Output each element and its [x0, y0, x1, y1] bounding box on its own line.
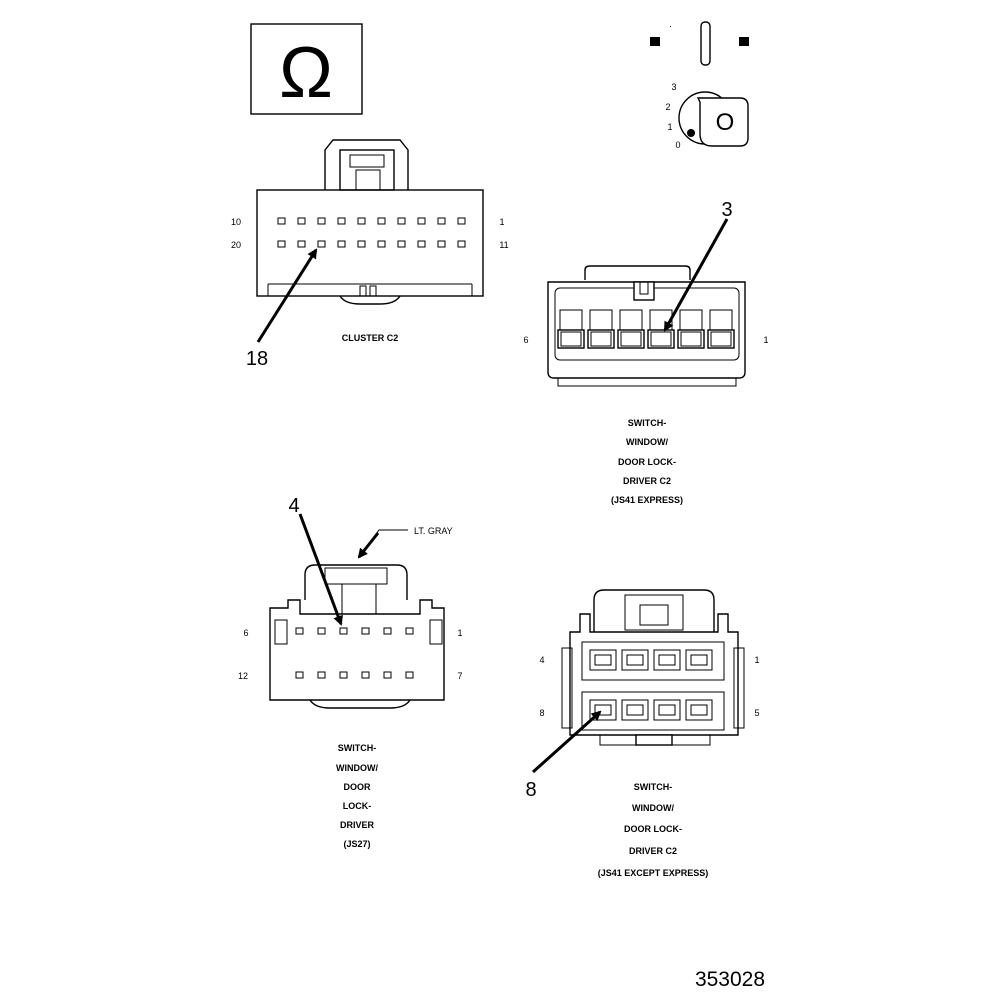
- js41-except-express-title-line-4: DRIVER C2: [629, 846, 677, 856]
- cluster-c2-connector: 10 1 20 11 CLUSTER C2 18: [231, 139, 509, 370]
- cluster-c2-pin-11-label: 11: [499, 240, 508, 250]
- js27-title-line-6: (JS27): [343, 839, 370, 849]
- js27-pins-row1: [295, 627, 414, 635]
- js41-express-connector: 6 1 3 SWITCH- WINDOW/ DOOR LOCK- DRIVER …: [523, 199, 768, 505]
- js27-title-line-5: DRIVER: [340, 820, 375, 830]
- js27-title-line-3: DOOR: [344, 782, 372, 792]
- js27-title-line-4: LOCK-: [343, 801, 372, 811]
- js41-express-pin-1-label: 1: [763, 335, 768, 345]
- cluster-c2-pins-row2: [277, 240, 466, 248]
- ignition-key-symbol: · O 3 2 1 0: [650, 21, 749, 150]
- js41-except-express-pin-8-label: 8: [539, 708, 544, 718]
- js41-except-express-pin-4-label: 4: [539, 655, 544, 665]
- js27-connector: 6 1 12 7 LT. GRAY 4 SWITCH- WINDOW/ DOOR…: [238, 495, 463, 849]
- js27-callout: 4: [288, 495, 299, 517]
- js41-express-title-line-5: (JS41 EXPRESS): [611, 495, 683, 505]
- cluster-c2-pin-10-label: 10: [231, 217, 241, 227]
- ignition-position-0: 0: [675, 140, 680, 150]
- js41-express-cavities: [557, 309, 735, 349]
- js41-except-express-title-line-5: (JS41 EXCEPT EXPRESS): [598, 868, 709, 878]
- js27-callout-arrow: [298, 513, 343, 626]
- js41-except-express-title-line-2: WINDOW/: [632, 803, 674, 813]
- cluster-c2-pin-20-label: 20: [231, 240, 241, 250]
- cluster-c2-pin-1-label: 1: [499, 217, 504, 227]
- js41-except-express-title-line-1: SWITCH-: [634, 782, 673, 792]
- key-slot-right-icon: [739, 37, 749, 46]
- cluster-c2-callout: 18: [246, 348, 268, 370]
- js27-title-line-2: WINDOW/: [336, 763, 378, 773]
- svg-text:·: ·: [669, 21, 672, 31]
- key-slot-icon: [700, 21, 711, 66]
- key-label: O: [716, 109, 735, 136]
- js27-color-note: LT. GRAY: [414, 526, 453, 536]
- ohm-symbol: Ω: [279, 33, 333, 113]
- js41-except-express-cavities-row1: [589, 649, 713, 671]
- js41-except-express-callout-arrow: [531, 710, 602, 774]
- js41-express-title-line-3: DOOR LOCK-: [618, 457, 676, 467]
- js27-title-line-1: SWITCH-: [338, 743, 377, 753]
- cluster-c2-callout-arrow: [256, 248, 318, 343]
- js41-except-express-title-line-3: DOOR LOCK-: [624, 824, 682, 834]
- js27-pin-7-label: 7: [457, 671, 462, 681]
- js27-pin-1-label: 1: [457, 628, 462, 638]
- js27-pin-6-label: 6: [243, 628, 248, 638]
- js41-express-pin-6-label: 6: [523, 335, 528, 345]
- js27-pins-row2: [295, 671, 414, 679]
- js41-express-title-line-2: WINDOW/: [626, 437, 668, 447]
- cluster-c2-title: CLUSTER C2: [342, 333, 399, 343]
- ohm-symbol-box: Ω: [250, 23, 363, 115]
- key-head-icon: [696, 97, 749, 147]
- figure-number: 353028: [695, 968, 765, 991]
- cluster-c2-pins-row1: [277, 217, 466, 225]
- js41-except-express-pin-1-label: 1: [754, 655, 759, 665]
- js41-express-callout-arrow: [663, 218, 729, 332]
- position-dot-icon: [687, 129, 695, 137]
- js41-express-title-line-4: DRIVER C2: [623, 476, 671, 486]
- js27-pin-12-label: 12: [238, 671, 248, 681]
- ignition-position-1: 1: [667, 122, 672, 132]
- ignition-position-3: 3: [671, 82, 676, 92]
- js41-except-express-callout: 8: [525, 779, 536, 801]
- js41-except-express-cavities-row2: [589, 699, 713, 721]
- js41-express-title-line-1: SWITCH-: [628, 418, 667, 428]
- js27-color-leader: [361, 529, 408, 554]
- ignition-position-2: 2: [665, 102, 670, 112]
- js41-except-express-connector: 4 1 8 5 8 SWITCH- WINDOW/ DOOR LOCK- DRI…: [525, 589, 760, 878]
- js41-except-express-pin-5-label: 5: [754, 708, 759, 718]
- key-slot-left-icon: [650, 37, 660, 46]
- js41-express-callout: 3: [721, 199, 732, 221]
